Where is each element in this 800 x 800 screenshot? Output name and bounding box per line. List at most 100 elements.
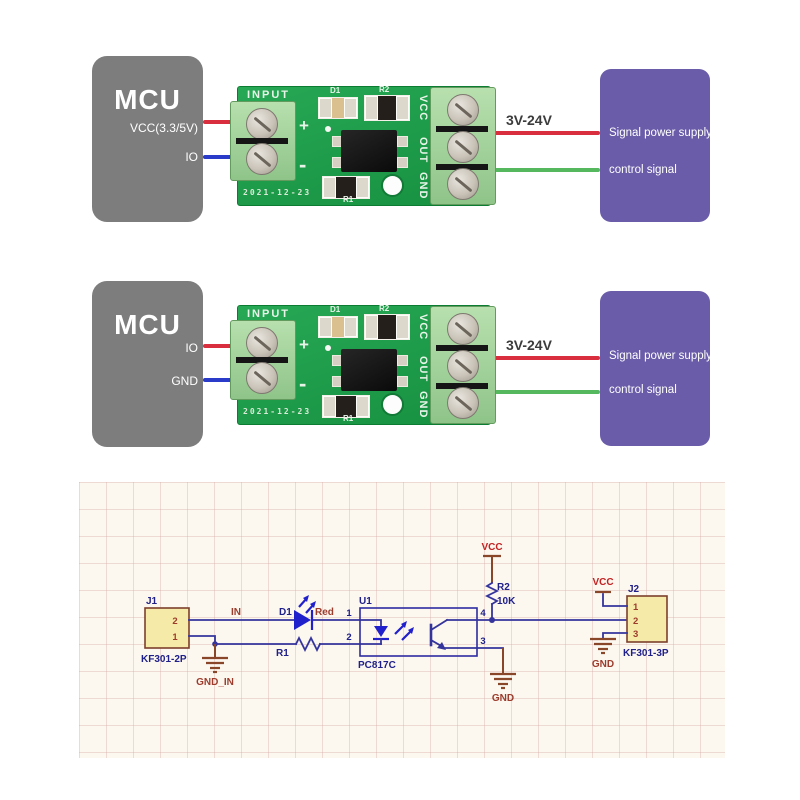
gnd-label: GND — [592, 659, 614, 670]
terminal-screw — [447, 94, 479, 126]
voltage-range-label: 3V-24V — [506, 337, 552, 353]
silkscreen-input-label: INPUT — [247, 89, 290, 101]
output-net-wire — [446, 617, 628, 623]
input-net-wire: IN — [188, 607, 361, 621]
terminal-screw — [246, 108, 278, 140]
mcu-pin-gnd-label: GND — [171, 374, 198, 388]
smd-led-d1 — [318, 316, 358, 338]
silkscreen-d1-label: D1 — [330, 305, 341, 314]
vcc-symbol-j2: VCC — [592, 577, 614, 594]
supply-box-line2: control signal — [609, 164, 677, 176]
j2-pin1: 1 — [633, 602, 639, 613]
silkscreen-input-label: INPUT — [247, 308, 290, 320]
led-d1-symbol: D1 Red — [279, 595, 334, 630]
supply-box-line1: Signal power supply — [609, 127, 712, 139]
mcu-pin-io-label: IO — [185, 150, 198, 164]
r2-value: 10K — [497, 596, 516, 607]
mcu-title: MCU — [114, 309, 181, 340]
optocoupler-ic-chip — [341, 349, 397, 391]
connector-j2: J2 1 2 3 KF301-3P — [602, 584, 669, 659]
j1-part: KF301-2P — [141, 654, 187, 665]
mcu-box-2: MCU IO GND — [92, 281, 203, 447]
schematic-svg: J1 2 1 KF301-2P IN D1 Red — [141, 542, 669, 704]
silkscreen-date-label: 2021-12-23 — [243, 188, 312, 197]
silkscreen-minus-label: - — [299, 371, 307, 396]
u1-pin2-number: 2 — [346, 632, 351, 643]
j2-pin3: 3 — [633, 629, 638, 640]
ic-pin1-marker — [325, 345, 331, 351]
optocoupler-ic-chip — [341, 130, 397, 172]
connector-j1: J1 2 1 KF301-2P — [141, 596, 190, 665]
smd-resistor-r2 — [364, 314, 410, 340]
terminal-screw — [246, 327, 278, 359]
supply-box-line2: control signal — [609, 384, 677, 396]
wire-supply-power — [488, 356, 600, 360]
u1-ref: U1 — [359, 596, 372, 607]
u1-part: PC817C — [358, 660, 396, 671]
mcu-title: MCU — [114, 84, 181, 115]
vcc-symbol-r2: VCC — [481, 542, 503, 558]
j1-pin1: 1 — [172, 632, 178, 643]
circuit-schematic: J1 2 1 KF301-2P IN D1 Red — [79, 482, 725, 758]
wire-mcu-vcc — [203, 120, 243, 124]
gnd-symbol-j2: GND — [590, 637, 616, 670]
smd-resistor-r1 — [322, 395, 370, 418]
silkscreen-d1-label: D1 — [330, 86, 341, 95]
wire-mcu-gnd — [203, 378, 243, 382]
gnd-label: GND — [492, 693, 514, 704]
ic-pin1-marker — [325, 126, 331, 132]
silkscreen-r1-label: R1 — [343, 195, 354, 204]
d1-color-label: Red — [315, 607, 334, 618]
silkscreen-minus-label: - — [299, 152, 307, 177]
terminal-screw — [246, 362, 278, 394]
u1-pin1-number: 1 — [346, 608, 352, 619]
d1-ref: D1 — [279, 607, 292, 618]
output-terminal-block — [430, 306, 496, 424]
j2-ref: J2 — [628, 584, 640, 595]
gnd-in-symbol: GND_IN — [196, 644, 234, 688]
smd-resistor-r2 — [364, 95, 410, 121]
wire-mcu-io — [203, 155, 243, 159]
voltage-range-label: 3V-24V — [506, 112, 552, 128]
silkscreen-gnd-label: GND — [417, 172, 429, 200]
gnd-in-label: GND_IN — [196, 677, 234, 688]
smd-resistor-r1 — [322, 176, 370, 199]
terminal-screw — [447, 168, 479, 200]
mcu-pin-io-label: IO — [185, 341, 198, 355]
r1-ref: R1 — [276, 648, 289, 659]
optocoupler-module-photo-1: INPUT D1 R2 + - R1 VCC OUT GND 2021-12-2… — [230, 84, 496, 206]
output-terminal-block — [430, 87, 496, 205]
silkscreen-vcc-label: VCC — [417, 94, 429, 122]
j1-ref: J1 — [146, 596, 158, 607]
silkscreen-r2-label: R2 — [379, 85, 390, 94]
j2-part: KF301-3P — [623, 648, 669, 659]
optocoupler-module-photo-2: INPUT D1 R2 + - R1 VCC OUT GND 2021-12-2… — [230, 303, 496, 425]
j1-pin2: 2 — [172, 616, 177, 627]
input-terminal-block — [230, 320, 296, 400]
wire-control-signal — [485, 168, 600, 172]
silkscreen-date-label: 2021-12-23 — [243, 407, 312, 416]
input-terminal-block — [230, 101, 296, 181]
net-label-in: IN — [231, 607, 241, 618]
mcu-pin-vcc-label: VCC(3.3/5V) — [129, 121, 198, 135]
j2-pin2: 2 — [633, 616, 638, 627]
wire-control-signal — [485, 390, 600, 394]
supply-box-line1: Signal power supply — [609, 350, 712, 362]
mcu-box-1: MCU VCC(3.3/5V) IO — [92, 56, 203, 222]
mounting-hole — [381, 393, 404, 416]
r2-ref: R2 — [497, 582, 510, 593]
wire-mcu-io — [203, 344, 243, 348]
silkscreen-vcc-label: VCC — [417, 313, 429, 341]
silkscreen-gnd-label: GND — [417, 391, 429, 419]
r2-pullup: R2 10K — [484, 557, 516, 621]
supply-box-1: Signal power supply control signal — [600, 69, 712, 222]
silkscreen-r1-label: R1 — [343, 414, 354, 423]
wire-supply-power — [488, 131, 600, 135]
terminal-screw — [447, 387, 479, 419]
mounting-hole — [381, 174, 404, 197]
silkscreen-r2-label: R2 — [379, 304, 390, 313]
silkscreen-plus-label: + — [299, 335, 309, 354]
silkscreen-plus-label: + — [299, 116, 309, 135]
optocoupler-u1-symbol: U1 PC817C 1 2 4 3 — [346, 596, 486, 671]
